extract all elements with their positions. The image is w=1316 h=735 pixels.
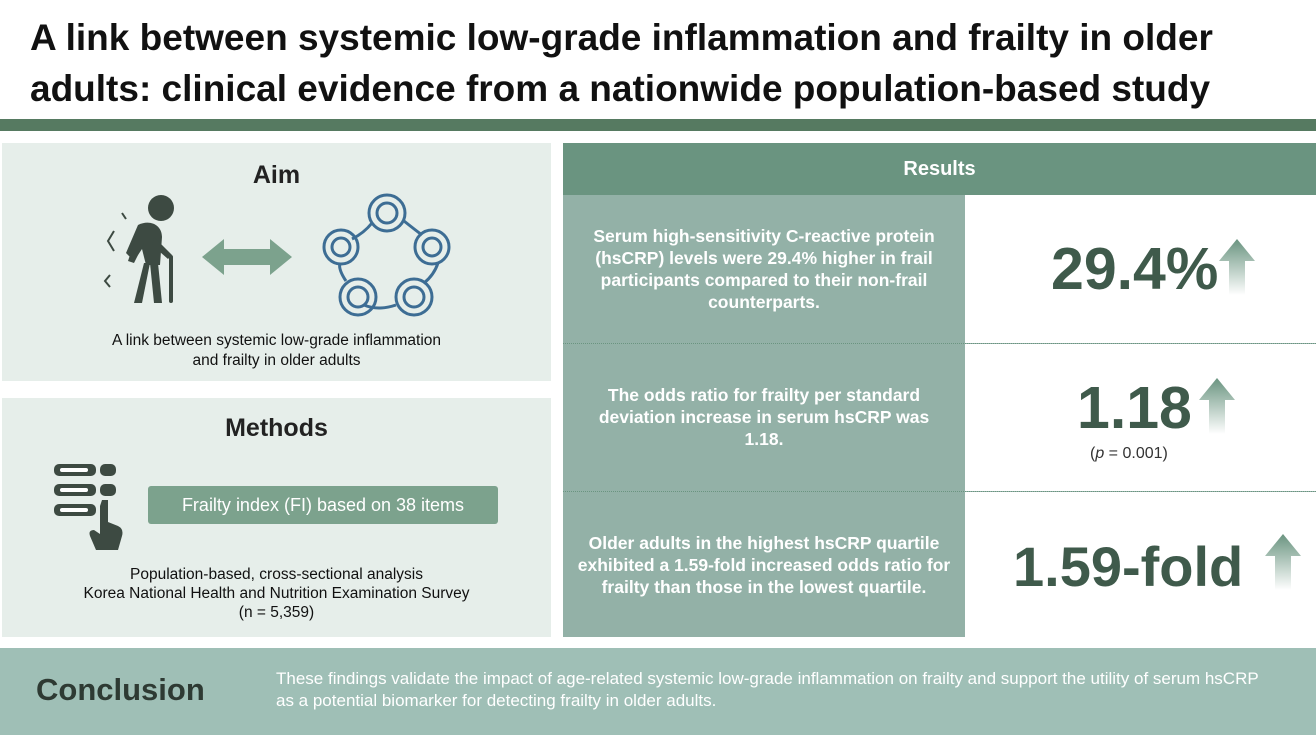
result-value: 29.4%	[1051, 236, 1219, 302]
protein-structure-icon	[322, 193, 451, 317]
result-row-hscrp: Serum high-sensitivity C-reactive protei…	[563, 195, 1316, 343]
conclusion-text: These findings validate the impact of ag…	[276, 669, 1259, 710]
conclusion-heading: Conclusion	[36, 672, 205, 707]
methods-panel: Methods Frailty index (FI) based on 38 i…	[2, 398, 551, 637]
aim-panel: Aim	[2, 143, 551, 381]
results-panel: Results Serum high-sensitivity C-reactiv…	[563, 143, 1316, 637]
result-row-quartile: Older adults in the highest hsCRP quarti…	[563, 492, 1316, 637]
result-text: Serum high-sensitivity C-reactive protei…	[593, 226, 935, 312]
row-separator	[563, 491, 1316, 492]
double-arrow-icon	[202, 239, 292, 275]
result-value: 1.18	[1077, 375, 1192, 441]
aim-text: A link between systemic low-grade inflam…	[111, 332, 442, 369]
up-arrow-icon	[1199, 378, 1235, 434]
frailty-index-badge: Frailty index (FI) based on 38 items	[148, 486, 498, 524]
title-divider-bar	[0, 119, 1316, 131]
page-title: A link between systemic low-grade inflam…	[30, 17, 1213, 109]
checklist-hand-icon	[54, 464, 123, 550]
elderly-person-icon	[103, 195, 174, 303]
up-arrow-icon	[1219, 239, 1255, 295]
methods-heading: Methods	[225, 414, 328, 442]
result-text: The odds ratio for frailty per standard …	[598, 385, 930, 449]
methods-text: Population-based, cross-sectional analys…	[83, 566, 470, 621]
p-value-note: (p = 0.001)	[1090, 445, 1168, 462]
result-row-odds-sd: The odds ratio for frailty per standard …	[563, 344, 1316, 491]
result-text: Older adults in the highest hsCRP quarti…	[577, 532, 951, 597]
row-separator	[563, 343, 1316, 344]
result-value: 1.59-fold	[1013, 535, 1244, 598]
results-heading: Results	[563, 143, 1316, 195]
aim-heading: Aim	[252, 161, 301, 189]
up-arrow-icon	[1265, 534, 1301, 590]
conclusion-panel: Conclusion These findings validate the i…	[0, 648, 1316, 735]
